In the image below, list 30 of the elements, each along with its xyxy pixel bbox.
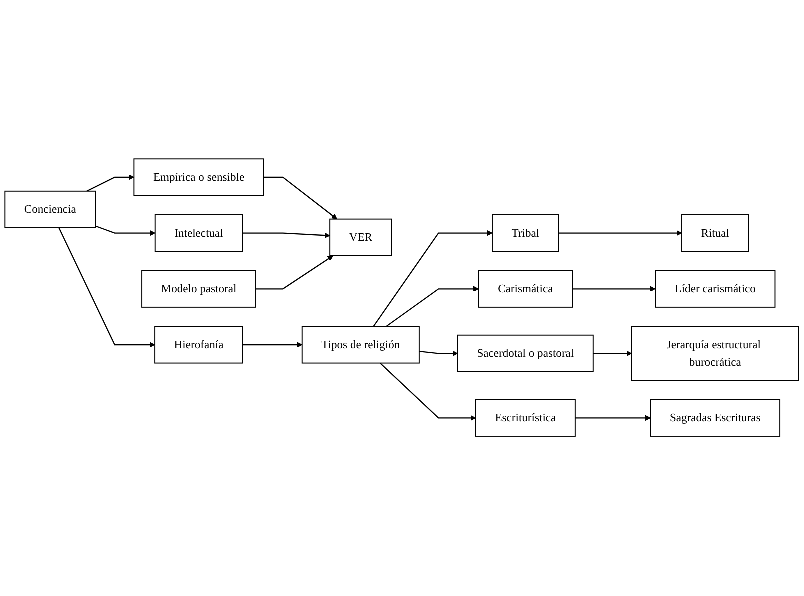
- node-box: Jerarquía estructural burocrática: [631, 326, 800, 382]
- node-box: Modelo pastoral: [142, 270, 256, 308]
- arrow: [256, 256, 334, 290]
- arrow: [264, 177, 338, 220]
- node-box: Líder carismático: [655, 270, 776, 308]
- node-box: Empírica o sensible: [134, 158, 264, 196]
- node-box: Ritual: [682, 214, 750, 252]
- arrow: [242, 232, 330, 239]
- arrow: [386, 286, 480, 328]
- node-box: VER: [330, 219, 392, 257]
- node-box: Escriturística: [475, 400, 576, 438]
- arrow: [419, 351, 458, 357]
- node-box: Tipos de religión: [302, 326, 420, 364]
- arrow: [572, 286, 656, 292]
- arrow: [242, 342, 303, 348]
- arrow: [58, 228, 156, 348]
- node-box: Sacerdotal o pastoral: [457, 335, 594, 373]
- arrow: [373, 230, 493, 328]
- node-box: Sagradas Escrituras: [650, 400, 781, 438]
- arrow: [95, 226, 156, 236]
- node-box: Carismática: [478, 270, 574, 308]
- arrow: [593, 351, 632, 357]
- node-box: Hierofanía: [154, 326, 244, 364]
- arrow: [558, 230, 682, 236]
- node-box: Intelectual: [154, 214, 244, 252]
- arrow: [575, 416, 651, 422]
- node-box: Conciencia: [4, 191, 96, 229]
- arrow: [86, 174, 134, 192]
- arrow: [380, 363, 476, 422]
- node-box: Tribal: [492, 214, 560, 252]
